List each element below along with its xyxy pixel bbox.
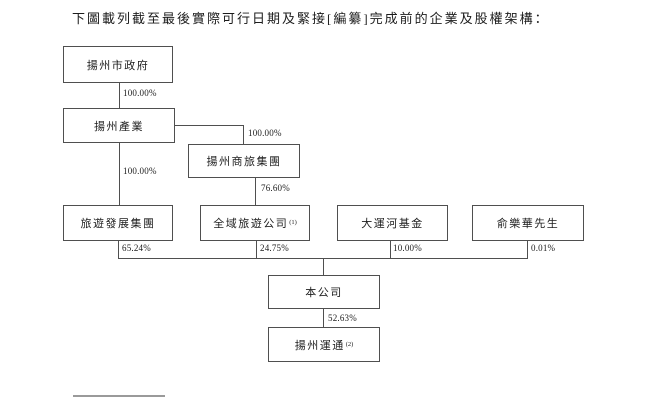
connector-line xyxy=(119,143,120,205)
ownership-percentage: 24.75% xyxy=(260,243,289,253)
footnote-divider xyxy=(73,395,165,397)
node-label: 本公司 xyxy=(305,287,343,299)
node-yangzhou-municipal-government: 揚州市政府 xyxy=(63,46,173,83)
connector-line xyxy=(119,83,120,108)
ownership-percentage: 100.00% xyxy=(248,128,282,138)
ownership-percentage: 65.24% xyxy=(122,243,151,253)
ownership-percentage: 0.01% xyxy=(531,243,556,253)
node-yangzhou-industry: 揚州產業 xyxy=(63,108,175,143)
connector-line xyxy=(256,241,257,259)
connector-line xyxy=(175,125,244,126)
connector-line xyxy=(323,258,324,275)
node-tourism-development-group: 旅遊發展集團 xyxy=(63,205,173,241)
node-label: 揚州商旅集團 xyxy=(206,156,282,168)
connector-line xyxy=(323,309,324,327)
node-the-company: 本公司 xyxy=(268,275,380,309)
connector-line xyxy=(243,125,244,144)
node-label: 揚州產業 xyxy=(94,120,144,133)
node-yangzhou-yuntong: 揚州運通(2) xyxy=(268,327,380,362)
node-yangzhou-business-travel-group: 揚州商旅集團 xyxy=(188,144,300,178)
connector-line xyxy=(255,178,256,205)
connector-line xyxy=(527,241,528,259)
node-quanyu-tourism-company: 全域旅遊公司(1) xyxy=(200,205,310,241)
node-label: 揚州市政府 xyxy=(86,59,150,72)
node-label: 大運河基金 xyxy=(361,218,424,230)
page-title: 下圖載列截至最後實際可行日期及緊接[編纂]完成前的企業及股權架構： xyxy=(72,11,550,26)
ownership-percentage: 10.00% xyxy=(393,243,422,253)
ownership-percentage: 52.63% xyxy=(328,313,357,323)
node-mr-yu-lehua: 俞樂華先生 xyxy=(472,205,584,241)
node-label: 全域旅遊公司 xyxy=(213,218,289,230)
ownership-percentage: 100.00% xyxy=(123,88,157,98)
connector-line xyxy=(118,241,119,259)
connector-line xyxy=(390,241,391,259)
ownership-percentage: 100.00% xyxy=(123,166,157,176)
node-grand-canal-fund: 大運河基金 xyxy=(337,205,448,241)
node-label: 旅遊發展集團 xyxy=(80,218,156,230)
node-label: 揚州運通 xyxy=(294,339,345,352)
ownership-percentage: 76.60% xyxy=(261,183,290,193)
node-label: 俞樂華先生 xyxy=(496,218,560,230)
